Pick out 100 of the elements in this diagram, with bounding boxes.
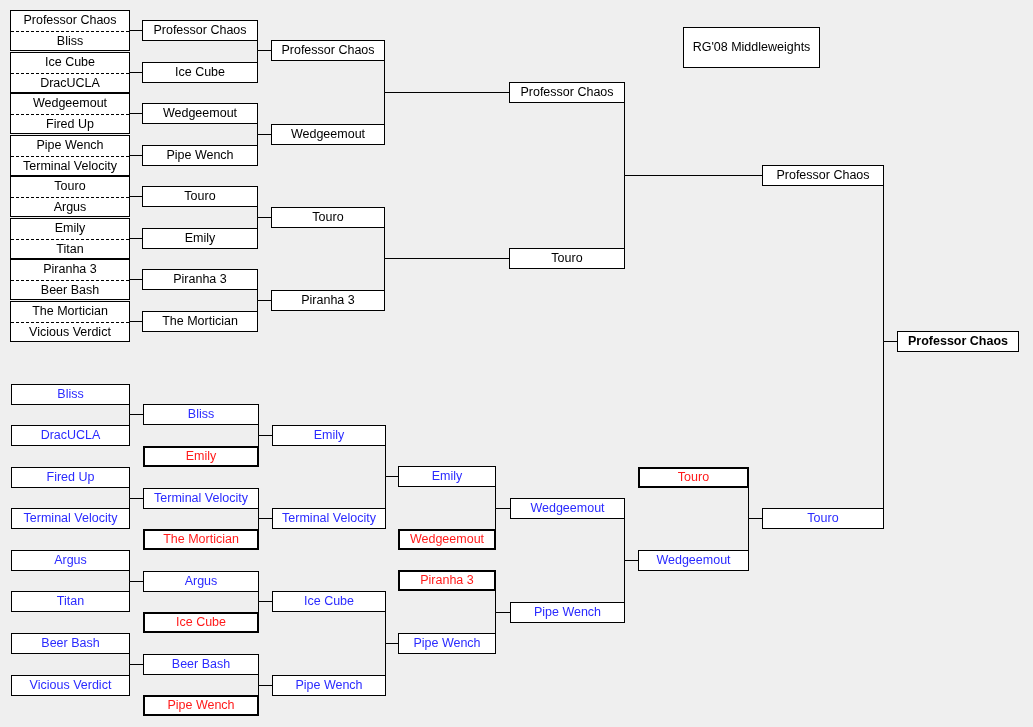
competitor-name: Pipe Wench (35, 137, 105, 154)
bracket-slot: Touro (762, 508, 884, 529)
title-box: RG'08 Middleweights (683, 27, 820, 68)
bracket-slot: DracUCLA (11, 425, 130, 446)
competitor-name: Touro (53, 178, 87, 195)
bracket-slot: Terminal Velocity (272, 508, 386, 529)
connector-line (129, 238, 143, 239)
bracket-slot: Ice Cube (272, 591, 386, 612)
connector-line (129, 30, 143, 31)
bracket-slot: Bliss (143, 404, 259, 425)
bracket-slot: Pipe Wench (398, 633, 496, 654)
competitor-name: Bliss (11, 30, 129, 50)
connector-line (129, 664, 144, 677)
competitor-name: Vicious Verdict (11, 321, 129, 341)
competitor-name: Argus (11, 196, 129, 216)
matchup-slot (10, 218, 130, 259)
connector-line (258, 435, 273, 448)
matchup-slot (10, 259, 130, 300)
bracket-slot: Touro (509, 248, 625, 269)
bracket-slot: Ice Cube (142, 62, 258, 83)
competitor-name: Professor Chaos (22, 12, 118, 29)
competitor-name: Titan (11, 238, 129, 258)
matchup-slot (10, 301, 130, 342)
connector-line (385, 476, 399, 510)
bracket-slot: Wedgeemout (142, 103, 258, 124)
connector-line (257, 134, 272, 147)
bracket-slot: Terminal Velocity (11, 508, 130, 529)
bracket-slot: The Mortician (143, 529, 259, 550)
connector-line (129, 321, 143, 322)
bracket-slot: Wedgeemout (398, 529, 496, 550)
bracket-slot: The Mortician (142, 311, 258, 332)
connector-line (257, 217, 272, 230)
connector-line (384, 92, 510, 126)
bracket-slot: Terminal Velocity (143, 488, 259, 509)
bracket-slot: Emily (398, 466, 496, 487)
competitor-name: The Mortician (31, 303, 109, 320)
connector-line (258, 601, 273, 614)
bracket-slot: Beer Bash (143, 654, 259, 675)
matchup-slot (10, 176, 130, 217)
competitor-name: Piranha 3 (42, 261, 98, 278)
connector-line (385, 643, 399, 677)
bracket-slot: Argus (143, 571, 259, 592)
competitor-name: Ice Cube (44, 54, 96, 71)
connector-line (129, 414, 144, 427)
bracket-slot: Emily (142, 228, 258, 249)
competitor-name: Emily (53, 220, 87, 237)
competitor-name: Terminal Velocity (11, 155, 129, 175)
connector-line (883, 341, 898, 510)
bracket-slot: Pipe Wench (143, 695, 259, 716)
bracket-slot: Fired Up (11, 467, 130, 488)
bracket-slot: Ice Cube (143, 612, 259, 633)
bracket-slot: Titan (11, 591, 130, 612)
connector-line (129, 279, 143, 280)
bracket-slot: Professor Chaos (509, 82, 625, 103)
connector-line (495, 612, 511, 635)
matchup-slot (10, 10, 130, 51)
bracket-slot: Emily (272, 425, 386, 446)
connector-line (129, 155, 143, 156)
matchup-slot (10, 52, 130, 93)
bracket-slot: Touro (142, 186, 258, 207)
bracket-slot: Professor Chaos (762, 165, 884, 186)
bracket-slot: Piranha 3 (398, 570, 496, 591)
bracket-slot: Professor Chaos (271, 40, 385, 61)
bracket-slot: Piranha 3 (271, 290, 385, 311)
connector-line (384, 258, 510, 292)
connector-line (129, 196, 143, 197)
connector-line (258, 685, 273, 697)
matchup-slot (10, 135, 130, 176)
connector-line (129, 581, 144, 593)
bracket-slot: Wedgeemout (510, 498, 625, 519)
connector-line (129, 113, 143, 114)
connector-line (624, 175, 763, 250)
connector-line (129, 498, 144, 510)
bracket-slot: Piranha 3 (142, 269, 258, 290)
connector-line (624, 560, 639, 604)
connector-line (257, 300, 272, 313)
bracket-slot: Vicious Verdict (11, 675, 130, 696)
connector-line (257, 50, 272, 64)
competitor-name: DracUCLA (11, 72, 129, 92)
bracket-slot: Emily (143, 446, 259, 467)
bracket-slot: Pipe Wench (510, 602, 625, 623)
matchup-slot (10, 93, 130, 134)
bracket-slot: Bliss (11, 384, 130, 405)
bracket-slot: Professor Chaos (897, 331, 1019, 352)
bracket-slot: Pipe Wench (272, 675, 386, 696)
bracket-slot: Touro (638, 467, 749, 488)
connector-line (258, 518, 273, 531)
competitor-name: Fired Up (11, 113, 129, 133)
bracket-slot: Argus (11, 550, 130, 571)
bracket-slot: Pipe Wench (142, 145, 258, 166)
connector-line (495, 508, 511, 531)
connector-line (129, 72, 143, 73)
bracket-slot: Professor Chaos (142, 20, 258, 41)
connector-line (748, 518, 763, 552)
competitor-name: Beer Bash (11, 279, 129, 299)
competitor-name: Wedgeemout (31, 95, 109, 112)
bracket-slot: Wedgeemout (638, 550, 749, 571)
bracket-slot: Wedgeemout (271, 124, 385, 145)
bracket-slot: Beer Bash (11, 633, 130, 654)
bracket-slot: Touro (271, 207, 385, 228)
